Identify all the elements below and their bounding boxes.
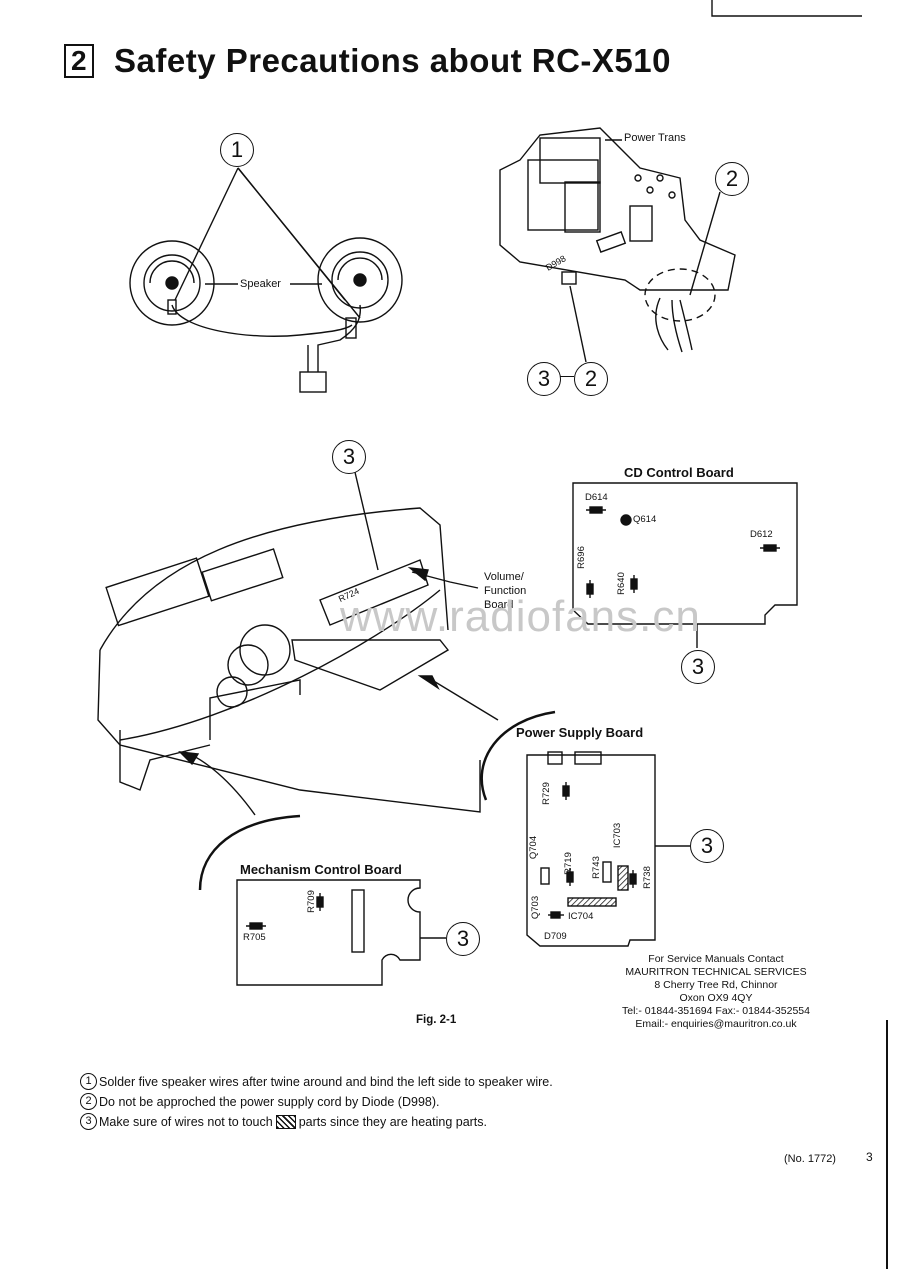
callout-3-combo: 3 xyxy=(527,362,561,396)
r705-label: R705 xyxy=(243,932,266,943)
callout-3-cd: 3 xyxy=(681,650,715,684)
ic704-label: IC704 xyxy=(568,911,594,922)
title-text: Safety Precautions about RC-X510 xyxy=(114,42,671,79)
r709-label: R709 xyxy=(305,890,317,913)
r719-label: R719 xyxy=(562,852,574,875)
callout-2-combo: 2 xyxy=(574,362,608,396)
q703-label: Q703 xyxy=(530,895,542,920)
page-title: 2 Safety Precautions about RC-X510 xyxy=(64,42,671,80)
main-unit-drawing xyxy=(97,467,499,816)
callout-3-power: 3 xyxy=(690,829,724,863)
callout-3-volume: 3 xyxy=(332,440,366,474)
r729-label: R729 xyxy=(540,782,552,805)
page-reference: (No. 1772) xyxy=(784,1153,836,1165)
cd-control-board-outline xyxy=(572,482,798,648)
section-number-box: 2 xyxy=(64,44,94,78)
r696-label: R696 xyxy=(575,546,587,569)
speaker-label: Speaker xyxy=(240,278,281,290)
callout-3-mech: 3 xyxy=(446,922,480,956)
note-2-number: 2 xyxy=(80,1093,97,1110)
note-1-text: Solder five speaker wires after twine ar… xyxy=(99,1074,553,1089)
d612-label: D612 xyxy=(750,529,773,540)
mechanism-control-board-title: Mechanism Control Board xyxy=(240,862,402,877)
power-trans-label: Power Trans xyxy=(624,132,686,144)
watermark: www.radiofans.cn xyxy=(340,592,701,641)
note-3-number: 3 xyxy=(80,1113,97,1130)
note-1-number: 1 xyxy=(80,1073,97,1090)
power-supply-board-title: Power Supply Board xyxy=(516,725,644,740)
ic703-label: IC703 xyxy=(612,822,624,849)
q614-label: Q614 xyxy=(633,514,657,525)
note-2-text: Do not be approched the power supply cor… xyxy=(99,1094,440,1109)
figure-caption: Fig. 2-1 xyxy=(416,1014,457,1026)
q704-label: Q704 xyxy=(528,835,540,860)
contact-block: For Service Manuals Contact MAURITRON TE… xyxy=(622,953,810,1030)
hatch-swatch-icon xyxy=(275,1114,296,1129)
note-3: 3 Make sure of wires not to touch parts … xyxy=(80,1113,487,1130)
callout-connector xyxy=(560,376,574,377)
volume-function-board-label: Volume/ Function Board xyxy=(484,571,527,611)
r743-label: R743 xyxy=(590,856,602,879)
page-number: 3 xyxy=(866,1150,873,1164)
d709-label: D709 xyxy=(544,931,567,942)
callout-1: 1 xyxy=(220,133,254,167)
note-1: 1 Solder five speaker wires after twine … xyxy=(80,1073,553,1090)
power-trans-board xyxy=(499,127,736,363)
cd-control-board-title: CD Control Board xyxy=(624,465,734,480)
r738-label: R738 xyxy=(641,866,653,889)
mechanism-control-board-outline xyxy=(236,879,446,986)
speaker-left xyxy=(129,240,215,326)
note-3-text-before: Make sure of wires not to touch xyxy=(99,1114,273,1129)
note-2: 2 Do not be approched the power supply c… xyxy=(80,1093,439,1110)
note-3-text-after: parts since they are heating parts. xyxy=(298,1114,488,1129)
d614-label: D614 xyxy=(585,492,608,503)
callout-2: 2 xyxy=(715,162,749,196)
power-supply-board-outline xyxy=(526,751,690,947)
